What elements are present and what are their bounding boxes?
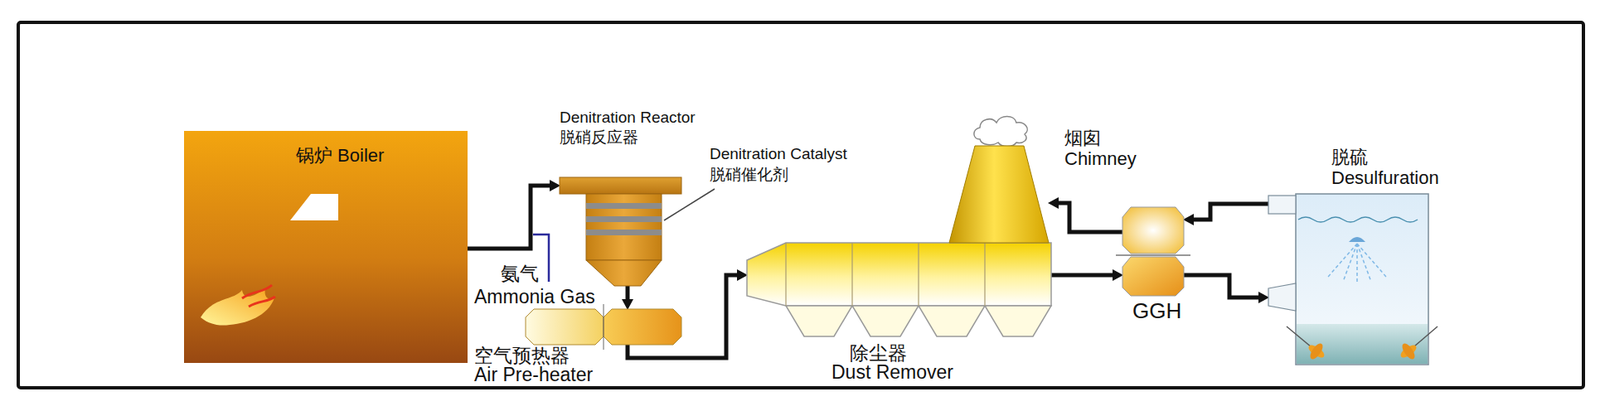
- dust-remover: 除尘器Dust Remover: [746, 242, 1052, 337]
- frame: [18, 22, 1584, 388]
- air-preheater: 空气预热器Air Pre-heater: [525, 309, 682, 345]
- desulfuration-tower-part: [1296, 324, 1428, 364]
- ggh-part: [1122, 256, 1184, 296]
- part-label: 脱硝催化剂: [709, 166, 789, 184]
- air-preheater-shape: [525, 309, 682, 345]
- dust-remover-part: [984, 242, 985, 306]
- desulfuration-tower: 脱硫Desulfuration: [1268, 193, 1431, 365]
- flue-gas-arrow: [1058, 203, 1123, 233]
- desulfuration-tower-part: [1328, 243, 1387, 284]
- desulfuration-tower-part: [1298, 217, 1418, 223]
- desulfuration-tower-part: [1348, 237, 1366, 243]
- denitration-reactor-part: [586, 260, 662, 287]
- desulfuration-tower-part: [1295, 193, 1429, 365]
- denitration-reactor: Denitration Reactor脱硝反应器: [559, 177, 682, 287]
- desulfuration-tower-shape: [1268, 193, 1431, 365]
- denitration-reactor-part: [586, 193, 662, 261]
- dust-remover-part: [984, 305, 1052, 337]
- ggh-part: [1115, 254, 1191, 256]
- dust-remover-part: [785, 305, 853, 337]
- denitration-reactor-part: [586, 203, 662, 209]
- desulfuration-tower-part: [1268, 283, 1296, 311]
- boiler-part: [184, 130, 468, 364]
- smoke-cloud: [974, 116, 1028, 147]
- flue-gas-arrow: [625, 286, 631, 300]
- node-label: GGH: [1132, 300, 1182, 323]
- denitration-reactor-part: [586, 229, 662, 236]
- node-label: 空气预热器: [474, 345, 570, 366]
- boiler-part: [248, 296, 276, 307]
- boiler-part: [200, 288, 276, 326]
- dust-remover-part: [785, 242, 786, 306]
- node-label: Dust Remover: [831, 362, 954, 383]
- node-label: Denitration Reactor: [559, 109, 696, 127]
- chimney-shape: [949, 145, 1049, 243]
- node-label: 烟囱: [1064, 128, 1101, 148]
- dust-remover-shape: [746, 242, 1052, 337]
- boiler-shape: [184, 130, 468, 364]
- dust-remover-part: [851, 242, 853, 306]
- node-label: 脱硝反应器: [559, 129, 639, 146]
- flue-gas-arrow: [467, 185, 550, 249]
- dust-remover-part: [746, 242, 1052, 306]
- node-label: 除尘器: [849, 343, 907, 364]
- node-label: Air Pre-heater: [474, 364, 593, 385]
- chimney: 烟囱Chimney: [949, 145, 1049, 243]
- node-label: 脱硫: [1331, 147, 1368, 167]
- desulfuration-tower-part: [1400, 341, 1418, 362]
- dust-remover-part: [917, 242, 919, 306]
- desulfuration-tower-part: [1268, 195, 1296, 214]
- node-label: Desulfuration: [1331, 168, 1440, 188]
- node-label: 锅炉 Boiler: [295, 145, 384, 165]
- denitration-reactor-shape: [559, 177, 682, 287]
- boiler-part: [290, 193, 339, 221]
- flue-gas-arrow: [1183, 275, 1259, 298]
- flue-gas-arrow: [1193, 203, 1269, 220]
- part-label: 氨气: [500, 263, 539, 284]
- node-label: Chimney: [1064, 149, 1137, 169]
- dust-remover-part: [918, 305, 985, 337]
- chimney-part: [949, 145, 1049, 243]
- part-label: Ammonia Gas: [474, 286, 596, 307]
- desulfuration-tower-part: [1308, 341, 1326, 362]
- denitration-reactor-part: [559, 177, 682, 194]
- flue-gas-arrow: [1051, 273, 1113, 278]
- boiler-part: [242, 285, 272, 299]
- dust-remover-part: [852, 305, 919, 337]
- ggh-part: [1122, 207, 1184, 254]
- boiler: 锅炉 Boiler: [184, 130, 468, 364]
- air-preheater-part: [603, 304, 605, 350]
- part-label: Denitration Catalyst: [709, 145, 848, 163]
- ggh-shape: [1122, 207, 1184, 296]
- denitration-reactor-part: [586, 216, 662, 223]
- ggh: GGH: [1122, 207, 1184, 296]
- air-preheater-part: [525, 309, 604, 345]
- air-preheater-part: [603, 309, 682, 345]
